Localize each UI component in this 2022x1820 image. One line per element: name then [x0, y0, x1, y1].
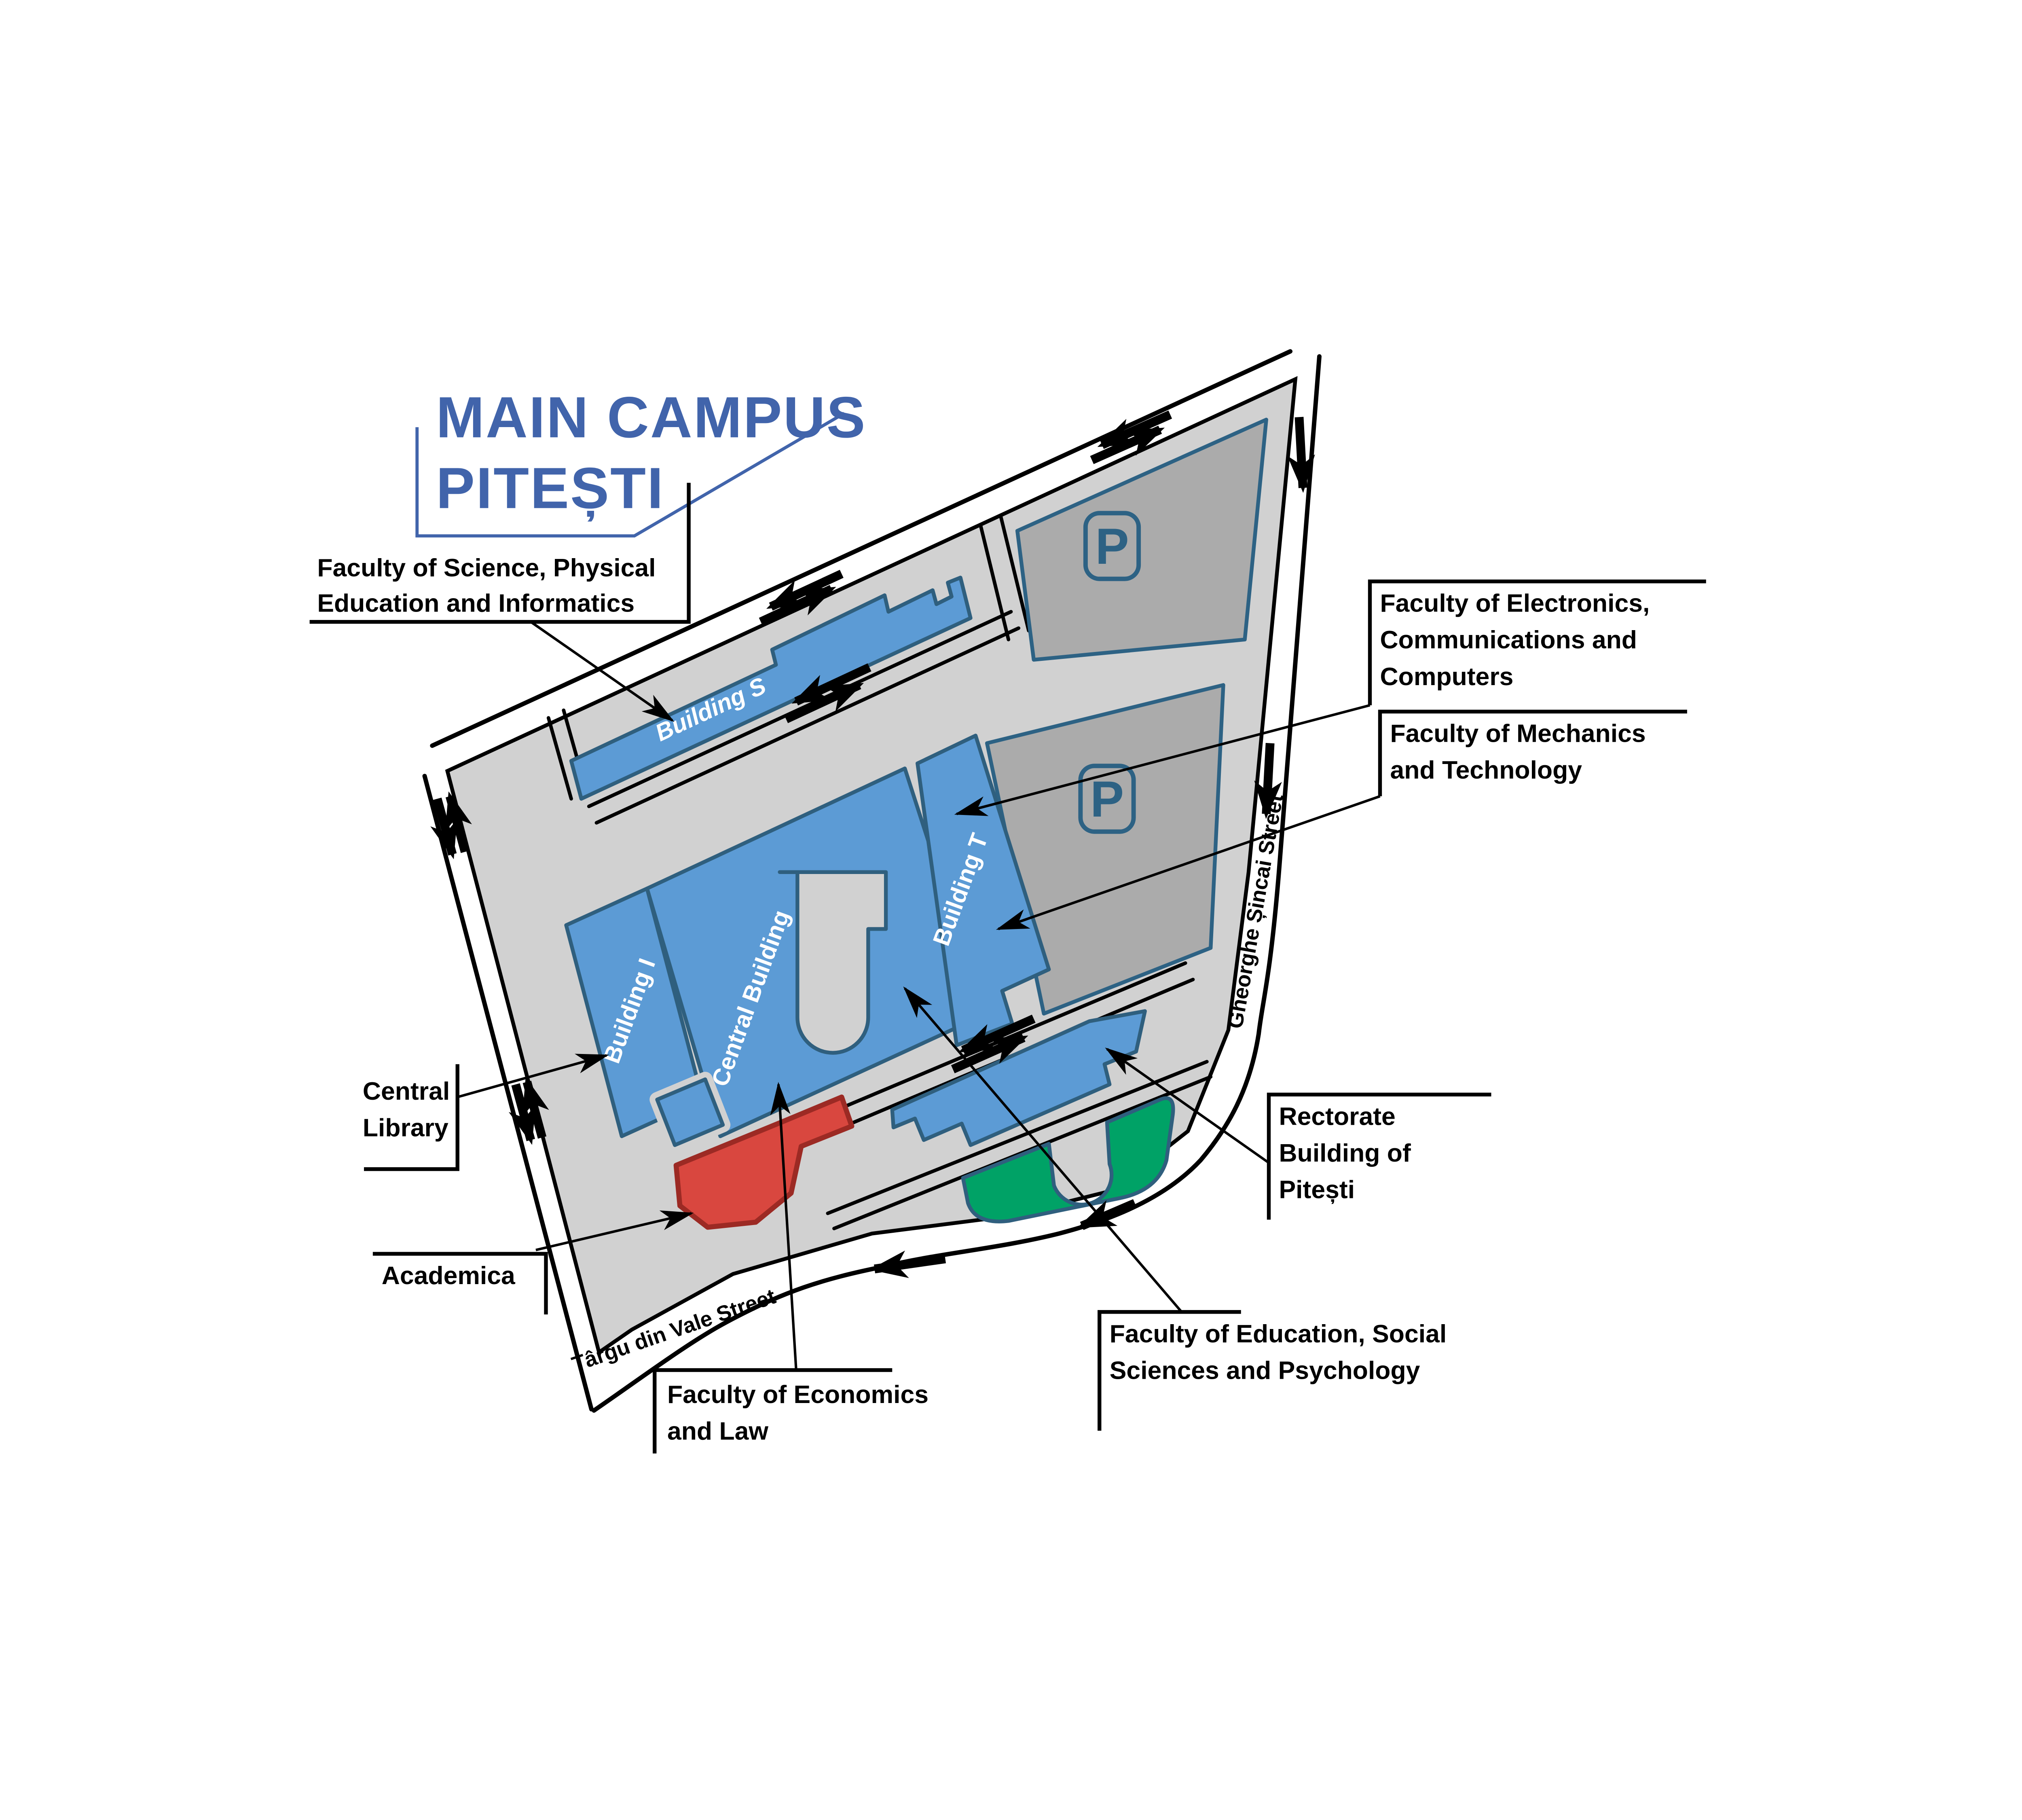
rectorate-building [890, 1009, 1147, 1147]
parking-letter-east: P [1090, 771, 1124, 827]
parking-icon-north [1083, 511, 1141, 581]
callout-electronics: Faculty of Electronics, Communications a… [954, 579, 1706, 816]
callout-science: Faculty of Science, Physical Education a… [309, 483, 691, 722]
green-area [961, 1096, 1175, 1223]
parking-letter-north: P [1095, 518, 1129, 575]
callout-science-line1: Faculty of Science, Physical [317, 554, 656, 582]
callout-electronics-line1: Faculty of Electronics, [1380, 589, 1650, 618]
central-building: Central Building [645, 766, 987, 1139]
right-bottom-road-outer-line [592, 354, 1322, 1413]
callout-economics-line2: and Law [667, 1417, 768, 1445]
callout-academica-line1: Academica [382, 1261, 516, 1290]
callout-rectorate-line1: Rectorate [1279, 1102, 1396, 1130]
callout-economics: Faculty of Economics and Law [653, 1082, 929, 1454]
top-road-outer-line [430, 349, 1293, 748]
parking-lot-north: P [1015, 417, 1268, 662]
building-t: Building T [916, 734, 1051, 1048]
callout-library-line2: Library [363, 1113, 448, 1142]
central-building-courtyard [778, 870, 888, 1055]
parking-lot-east: P [985, 683, 1225, 1016]
callout-academica: Academica [372, 1210, 694, 1314]
callout-education-line2: Sciences and Psychology [1110, 1356, 1420, 1384]
callout-rectorate-line2: Building of [1279, 1139, 1411, 1167]
map-title: MAIN CAMPUS PITEȘTI [415, 385, 867, 538]
title-line2: PITEȘTI [436, 456, 664, 521]
callout-science-line2: Education and Informatics [317, 589, 635, 618]
callout-economics-line1: Faculty of Economics [667, 1380, 929, 1409]
callout-rectorate: Rectorate Building of Pitești [1105, 1048, 1491, 1220]
callout-electronics-line2: Communications and [1380, 626, 1637, 654]
callout-library: Central Library [363, 1054, 609, 1171]
callout-education-line1: Faculty of Education, Social [1110, 1320, 1447, 1348]
title-decorative-line [415, 412, 845, 538]
callout-mechanics: Faculty of Mechanics and Technology [996, 709, 1687, 930]
academica-building [673, 1094, 854, 1230]
parking-icon-east [1078, 764, 1136, 834]
central-building-annex [649, 1072, 731, 1153]
callout-mechanics-line2: and Technology [1390, 756, 1582, 784]
callout-electronics-line3: Computers [1380, 662, 1514, 691]
title-line1: MAIN CAMPUS [436, 385, 867, 450]
traffic-arrows [430, 411, 1315, 1278]
callout-education: Faculty of Education, Social Sciences an… [903, 986, 1447, 1431]
callout-rectorate-line3: Pitești [1279, 1175, 1355, 1204]
left-road-outer-line [422, 774, 594, 1412]
callout-library-line1: Central [363, 1077, 450, 1105]
callout-mechanics-line1: Faculty of Mechanics [1390, 719, 1646, 747]
